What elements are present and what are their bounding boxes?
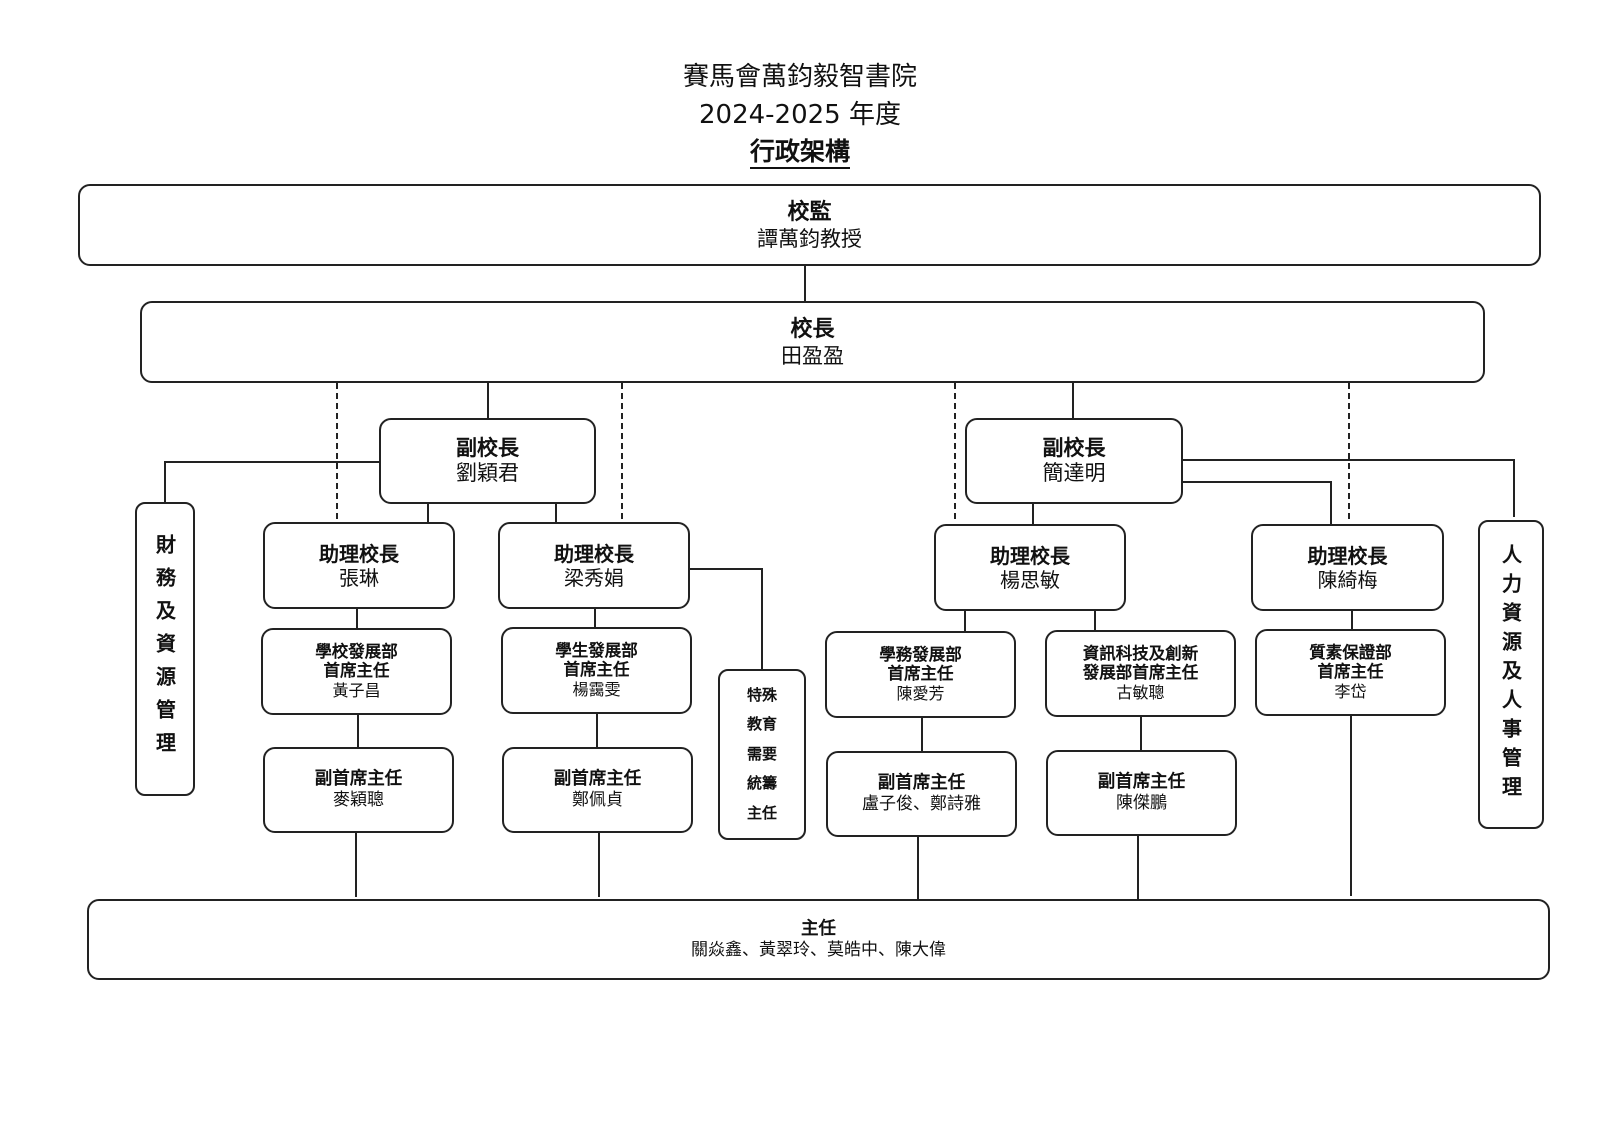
line-ap2-sen bbox=[689, 568, 763, 670]
dept3-name: 陳愛芳 bbox=[896, 683, 945, 703]
deputy-1-name: 麥穎聰 bbox=[333, 790, 384, 811]
principal-role: 校長 bbox=[790, 317, 835, 343]
dept5-role-line1: 質素保證部 bbox=[1309, 642, 1392, 662]
vice-principal-left-box: 副校長 劉穎君 bbox=[379, 418, 596, 504]
vice-principal-right-role: 副校長 bbox=[1042, 435, 1106, 460]
deputy-2-box: 副首席主任 鄭佩貞 bbox=[502, 747, 693, 833]
supervisor-role: 校監 bbox=[787, 200, 832, 226]
dept2-role-line2: 首席主任 bbox=[563, 659, 630, 679]
sen-coordinator-box: 特殊教育需要統籌主任 bbox=[718, 669, 806, 840]
deputy-1-role: 副首席主任 bbox=[314, 769, 403, 790]
principal-box: 校長 田盈盈 bbox=[140, 301, 1485, 383]
dept5-role-line2: 首席主任 bbox=[1317, 661, 1384, 681]
line-vp-left-finance bbox=[164, 461, 380, 503]
hr-box: 人力資源及人事管理 bbox=[1478, 520, 1544, 829]
vice-principal-left-name: 劉穎君 bbox=[456, 461, 519, 485]
assistant-principal-2-box: 助理校長 梁秀娟 bbox=[498, 522, 690, 609]
line-vp-right-ap4 bbox=[1182, 481, 1332, 524]
directors-names: 關焱鑫、黃翠玲、莫皓中、陳大偉 bbox=[691, 939, 946, 960]
assistant-principal-1-role: 助理校長 bbox=[319, 541, 399, 566]
finance-box: 財務及資源管理 bbox=[135, 502, 195, 796]
chart-title: 行政架構 bbox=[0, 132, 1600, 169]
hr-label: 人力資源及人事管理 bbox=[1498, 544, 1523, 805]
assistant-principal-2-name: 梁秀娟 bbox=[564, 565, 624, 590]
supervisor-name: 譚萬鈞教授 bbox=[757, 226, 862, 251]
school-name: 賽馬會萬鈞毅智書院 bbox=[682, 62, 917, 92]
principal-name: 田盈盈 bbox=[781, 343, 844, 368]
assistant-principal-4-name: 陳綺梅 bbox=[1317, 567, 1378, 592]
dept2-role-line1: 學生發展部 bbox=[555, 640, 638, 660]
dept4-role-line2: 發展部首席主任 bbox=[1082, 662, 1199, 682]
deputy-2-role: 副首席主任 bbox=[553, 769, 642, 790]
dept2-name: 楊靄雯 bbox=[572, 679, 621, 699]
dept1-name: 黃子昌 bbox=[332, 680, 381, 700]
deputy-3-name: 盧子俊、鄭詩雅 bbox=[862, 794, 981, 815]
directors-box: 主任 關焱鑫、黃翠玲、莫皓中、陳大偉 bbox=[87, 899, 1550, 980]
dept1-role-line1: 學校發展部 bbox=[315, 641, 398, 661]
finance-label: 財務及資源管理 bbox=[152, 533, 177, 765]
deputy-4-role: 副首席主任 bbox=[1097, 772, 1186, 793]
directors-role: 主任 bbox=[801, 918, 836, 939]
assistant-principal-4-box: 助理校長 陳綺梅 bbox=[1251, 524, 1444, 611]
dept1-role-line2: 首席主任 bbox=[323, 660, 390, 680]
deputy-2-name: 鄭佩貞 bbox=[572, 790, 623, 811]
dept3-role-line2: 首席主任 bbox=[887, 663, 954, 683]
assistant-principal-3-role: 助理校長 bbox=[990, 543, 1070, 568]
deputy-3-role: 副首席主任 bbox=[877, 773, 966, 794]
deputy-3-box: 副首席主任 盧子俊、鄭詩雅 bbox=[826, 751, 1017, 837]
deputy-4-name: 陳傑鵬 bbox=[1116, 793, 1167, 814]
vice-principal-left-role: 副校長 bbox=[456, 435, 519, 460]
dept4-name: 古敏聰 bbox=[1116, 682, 1165, 702]
deputy-4-box: 副首席主任 陳傑鵬 bbox=[1046, 750, 1237, 836]
dept-academic-development-box: 學務發展部 首席主任 陳愛芳 bbox=[825, 631, 1016, 718]
assistant-principal-4-role: 助理校長 bbox=[1307, 543, 1388, 568]
assistant-principal-2-role: 助理校長 bbox=[554, 541, 634, 566]
vice-principal-right-box: 副校長 簡達明 bbox=[965, 418, 1183, 504]
vice-principal-right-name: 簡達明 bbox=[1042, 461, 1106, 485]
dept-school-development-box: 學校發展部 首席主任 黃子昌 bbox=[261, 628, 452, 715]
dept4-role-line1: 資訊科技及創新 bbox=[1082, 643, 1199, 663]
deputy-1-box: 副首席主任 麥穎聰 bbox=[263, 747, 454, 833]
chart-title-text: 行政架構 bbox=[749, 137, 850, 169]
assistant-principal-1-name: 張琳 bbox=[339, 565, 379, 590]
dept-it-innovation-box: 資訊科技及創新 發展部首席主任 古敏聰 bbox=[1045, 630, 1236, 717]
supervisor-box: 校監 譚萬鈞教授 bbox=[78, 184, 1541, 266]
sen-coordinator-label: 特殊教育需要統籌主任 bbox=[746, 685, 777, 822]
assistant-principal-1-box: 助理校長 張琳 bbox=[263, 522, 455, 609]
school-year: 2024-2025 年度 bbox=[699, 100, 901, 130]
dept-quality-assurance-box: 質素保證部 首席主任 李岱 bbox=[1255, 629, 1446, 716]
dept-student-development-box: 學生發展部 首席主任 楊靄雯 bbox=[501, 627, 692, 714]
dept5-name: 李岱 bbox=[1334, 681, 1367, 701]
line-vp-right-hr bbox=[1182, 459, 1515, 517]
assistant-principal-3-name: 楊思敏 bbox=[1000, 567, 1060, 592]
dept3-role-line1: 學務發展部 bbox=[879, 644, 962, 664]
assistant-principal-3-box: 助理校長 楊思敏 bbox=[934, 524, 1126, 611]
